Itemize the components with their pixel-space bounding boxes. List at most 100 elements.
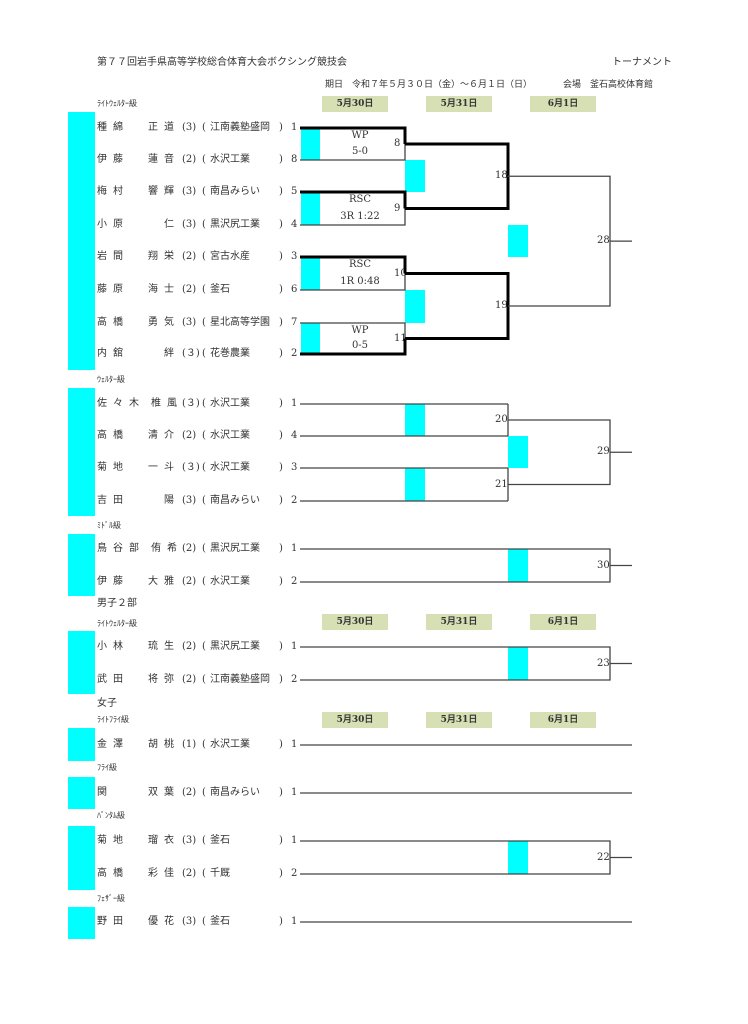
paren-open: ( (202, 284, 206, 295)
entrant-family-name: 伊藤 (97, 576, 129, 587)
entrant-family-name: 高橋 (97, 430, 129, 441)
entrant-given-name: 翔栄 (148, 251, 180, 262)
paren-open: ( (202, 462, 206, 473)
entrant-family-name: 高橋 (97, 868, 129, 879)
class-label-lw2: ﾗｲﾄｳｪﾙﾀｰ級 (97, 619, 137, 628)
entrant-school: 黒沢尻工業 (210, 641, 260, 652)
bout-result: WP (351, 325, 369, 336)
highlight-block (508, 436, 528, 468)
paren-open: ( (202, 641, 206, 652)
bout-number: 18 (495, 170, 508, 182)
paren-open: ( (202, 430, 206, 441)
document-title: 第７７回岩手県高等学校総合体育大会ボクシング競技会 (97, 57, 347, 68)
bout-number: 19 (495, 300, 508, 311)
entrant-given-name: 将弥 (148, 674, 180, 685)
entrant-family-name: 藤原 (97, 284, 129, 295)
bracket-line (508, 419, 611, 486)
bout-number: 30 (597, 559, 610, 571)
entrant-school: 釜石 (210, 835, 230, 846)
paren-open: ( (202, 674, 206, 685)
paren-open: ( (202, 317, 206, 328)
entrant-school: 南昌みらい (210, 495, 260, 506)
bracket-line-8 (405, 142, 510, 177)
bout-highlight (301, 192, 320, 225)
entrant-given-name: 大雅 (148, 576, 180, 587)
paren-open: ( (202, 186, 206, 197)
entrant-grade: (2) (182, 787, 197, 798)
class-label-feather: ﾌｪｻﾞｰ級 (97, 894, 125, 903)
entrant-school: 釜石 (210, 284, 230, 295)
entrant-grade: (３) (182, 462, 200, 473)
paren-open: ( (202, 122, 206, 133)
paren-open: ( (202, 398, 206, 409)
bout-result: RSC (348, 194, 372, 205)
date-header-3: 6月1日 (530, 712, 596, 728)
paren-close: ) (279, 835, 283, 846)
paren-close: ) (279, 462, 283, 473)
entrant-school: 星北高等学園 (210, 317, 270, 328)
entrant-given-name: 双葉 (148, 787, 180, 798)
bout-number: 8 (394, 138, 401, 149)
entrant-school: 水沢工業 (210, 398, 250, 409)
highlight-block (405, 404, 425, 436)
paren-close: ) (279, 251, 283, 262)
entrant-grade: (3) (182, 317, 197, 328)
entrant-seed: 1 (291, 543, 298, 554)
entrant-given-name: 優花 (148, 916, 180, 927)
entrant-grade: (3) (182, 186, 197, 197)
highlight-block (508, 841, 528, 874)
entrant-family-name: 武田 (97, 674, 129, 685)
paren-open: ( (202, 543, 206, 554)
paren-open: ( (202, 154, 206, 165)
paren-close: ) (279, 154, 283, 165)
entrant-given-name: 仁 (164, 219, 180, 230)
bracket-line-11 (405, 306, 510, 340)
class-color-bar (68, 826, 95, 890)
entrant-grade: (1) (182, 739, 197, 750)
entrant-given-name: 琉生 (148, 641, 180, 652)
entrant-family-name: 佐々木 (97, 398, 145, 409)
bout-number: 11 (394, 332, 407, 344)
paren-open: ( (202, 495, 206, 506)
entrant-seed: 1 (291, 916, 298, 927)
bout-number: 28 (597, 235, 610, 247)
entrant-grade: (3) (182, 122, 197, 133)
entrant-seed: 1 (291, 641, 298, 652)
entrant-seed: 1 (291, 122, 298, 133)
entrant-seed: 3 (291, 462, 298, 473)
entrant-school: 水沢工業 (210, 154, 250, 165)
entrant-given-name: 陽 (164, 495, 180, 506)
paren-close: ) (279, 641, 283, 652)
bout-result: RSC (348, 259, 372, 270)
entrant-school: 宮古水産 (210, 251, 250, 262)
bout-detail: 1R 0:48 (340, 276, 380, 287)
entrant-seed: 6 (291, 284, 298, 295)
class-color-bar (68, 631, 95, 694)
bout-number: 21 (495, 478, 508, 490)
entrant-given-name: 椎風 (151, 398, 183, 409)
entrant-school: 江南義塾盛岡 (210, 674, 270, 685)
highlight-block (405, 160, 425, 192)
class-label-welter: ｳｪﾙﾀｰ級 (97, 375, 125, 384)
date-header-3: 6月1日 (530, 96, 596, 112)
class-color-bar (68, 534, 95, 596)
entrant-family-name: 金澤 (97, 739, 129, 750)
entrant-family-name: 内舘 (97, 348, 129, 359)
bout-result: WP (351, 130, 369, 141)
entrant-seed: 7 (291, 317, 298, 328)
entrant-grade: (2) (182, 674, 197, 685)
date-header-2: 5月31日 (426, 712, 492, 728)
entrant-line (300, 646, 611, 681)
paren-open: ( (202, 576, 206, 587)
entrant-grade: (3) (182, 916, 197, 927)
entrant-seed: 2 (291, 495, 298, 506)
entrant-family-name: 小林 (97, 641, 129, 652)
bout-number: 9 (394, 202, 401, 214)
class-label-fly: ﾌﾗｲ級 (97, 763, 117, 772)
bout-number: 29 (597, 446, 610, 458)
document-type: トーナメント (612, 57, 672, 68)
entrant-family-name: 吉田 (97, 495, 129, 506)
entrant-school: 江南義塾盛岡 (210, 122, 270, 133)
paren-close: ) (279, 186, 283, 197)
entrant-line (300, 548, 611, 583)
